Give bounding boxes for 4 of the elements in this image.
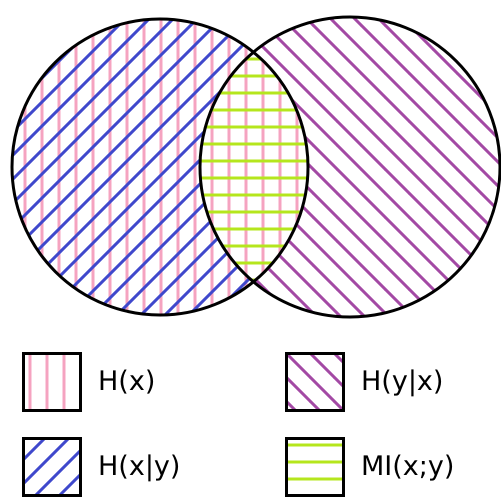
legend-label: H(x|y) — [98, 451, 180, 483]
legend-label: H(y|x) — [361, 366, 444, 398]
legend-label: H(x) — [98, 366, 156, 398]
legend-label: MI(x;y) — [361, 451, 454, 483]
